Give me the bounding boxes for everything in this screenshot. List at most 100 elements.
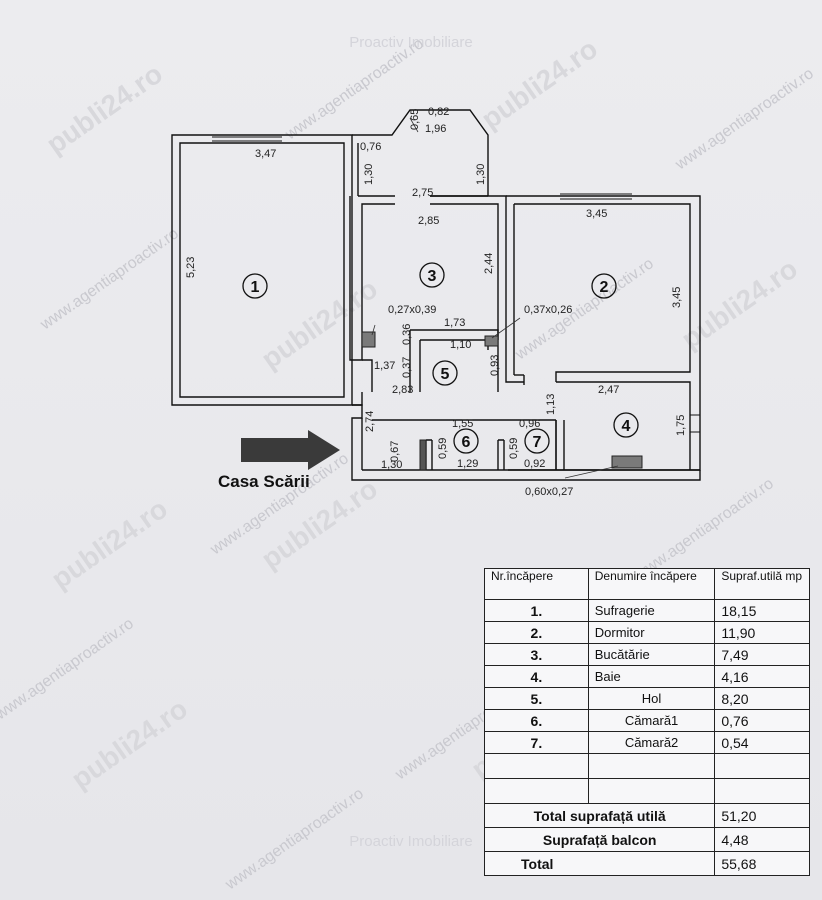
room-6-marker <box>453 428 479 454</box>
dim-label: 1,75 <box>675 415 687 436</box>
table-row: 3. Bucătărie 7,49 <box>484 643 810 666</box>
dim-label: 1,10 <box>450 339 471 351</box>
dim-label: 2,74 <box>364 411 376 432</box>
room-name: Sufragerie <box>587 599 716 622</box>
room-nr: 7. <box>484 731 589 754</box>
room-name: Baie <box>587 665 716 688</box>
total-row: Total suprafață utilă 51,20 <box>483 803 810 828</box>
room-nr: 5. <box>484 687 589 710</box>
dim-label: 0,92 <box>524 458 545 470</box>
shaft-027x039 <box>361 331 376 348</box>
total-value: 4,48 <box>714 827 810 852</box>
room-area: 8,20 <box>714 687 810 710</box>
total-value: 51,20 <box>714 803 810 828</box>
room-1-marker <box>242 273 268 299</box>
dim-label: 0,96 <box>519 418 540 430</box>
dim-label: 0,27x0,39 <box>388 304 436 316</box>
room-7-marker <box>524 428 550 454</box>
dim-label: 0,59 <box>508 438 520 459</box>
entrance-label: Casa Scării <box>218 472 310 491</box>
room-nr: 6. <box>484 709 589 732</box>
watermark-brand: publi24.ro <box>41 58 168 160</box>
watermark-brand: publi24.ro <box>66 693 193 795</box>
room-area: 7,49 <box>714 643 810 666</box>
room-7-number: 7 <box>533 434 542 451</box>
total-label: Total suprafață utilă <box>483 803 716 828</box>
dim-label: 1,96 <box>425 123 446 135</box>
room-area: 18,15 <box>714 599 810 622</box>
hall-5-outline <box>352 359 373 406</box>
room-area: 0,76 <box>714 709 810 732</box>
dim-label: 1,30 <box>381 459 402 471</box>
dim-label: 0,93 <box>489 355 501 376</box>
dim-label: 3,47 <box>255 148 276 160</box>
dim-label: 2,83 <box>392 384 413 396</box>
shaft-037x026 <box>484 335 499 347</box>
watermark-brand: publi24.ro <box>46 493 173 595</box>
room-6-number: 6 <box>462 434 471 451</box>
closet-7-wall <box>497 439 505 470</box>
room-4-marker <box>613 412 639 438</box>
table-row-empty <box>484 778 810 804</box>
dim-label: 1,55 <box>452 418 473 430</box>
dim-label: 3,45 <box>586 208 607 220</box>
total-row: Suprafață balcon 4,48 <box>483 827 810 852</box>
room-name: Dormitor <box>587 621 716 644</box>
balcony-outline <box>352 109 489 196</box>
dim-label: 2,47 <box>598 384 619 396</box>
total-label: Suprafață balcon <box>483 827 716 852</box>
dim-label: 1,73 <box>444 317 465 329</box>
dim-label: 0,65 <box>409 109 421 130</box>
table-row-empty <box>484 753 810 779</box>
dim-label: 3,45 <box>671 287 683 308</box>
dim-label: 5,23 <box>185 257 197 278</box>
dim-label: 1,13 <box>545 394 557 415</box>
total-row: Total 55,68 <box>483 851 810 876</box>
dim-label: 0,76 <box>360 141 381 153</box>
closet-6-wall <box>425 439 433 470</box>
watermark-site: www.agentiaproactiv.ro <box>0 615 137 724</box>
dim-label: 0,37 <box>401 357 413 378</box>
room-name: Bucătărie <box>587 643 716 666</box>
dim-label: 0,67 <box>389 441 401 462</box>
total-value: 55,68 <box>714 851 810 876</box>
room-2-marker <box>591 273 617 299</box>
dim-label: 0,37x0,26 <box>524 304 572 316</box>
room-2-number: 2 <box>600 279 609 296</box>
dim-label: 1,30 <box>475 164 487 185</box>
watermark-site: www.agentiaproactiv.ro <box>222 785 367 894</box>
shafts <box>361 331 643 471</box>
room-nr: 3. <box>484 643 589 666</box>
watermark-site: www.agentiaproactiv.ro <box>282 35 427 144</box>
watermark-site: www.agentiaproactiv.ro <box>37 225 182 334</box>
watermark-site: www.agentiaproactiv.ro <box>672 65 817 174</box>
shaft-060x027 <box>611 455 643 469</box>
room-4-number: 4 <box>622 418 631 435</box>
room-nr: 1. <box>484 599 589 622</box>
table-row: 4. Baie 4,16 <box>484 665 810 688</box>
header-nr: Nr.încăpere <box>484 568 589 600</box>
room-area: 0,54 <box>714 731 810 754</box>
room-nr: 4. <box>484 665 589 688</box>
dim-label: 0,82 <box>428 106 449 118</box>
header-area: Supraf.utilă mp <box>714 568 810 600</box>
room-5-marker <box>432 360 458 386</box>
bottom-wall <box>351 404 701 481</box>
room-1-inner <box>179 142 345 398</box>
entrance-arrow-icon <box>241 430 340 470</box>
dim-label: 0,59 <box>437 438 449 459</box>
room-1-number: 1 <box>251 279 260 296</box>
watermark-brand: publi24.ro <box>476 33 603 135</box>
walls <box>171 109 701 481</box>
dim-label: 0,36 <box>401 324 413 345</box>
dim-label: 2,75 <box>412 187 433 199</box>
room-area: 4,16 <box>714 665 810 688</box>
room-nr: 2. <box>484 621 589 644</box>
dim-label: 0,60x0,27 <box>525 486 573 498</box>
table-row: 6. Cămară1 0,76 <box>484 709 810 732</box>
dim-label: 1,37 <box>374 360 395 372</box>
table-row: 1. Sufragerie 18,15 <box>484 599 810 622</box>
room-4-outline <box>556 381 691 470</box>
dim-label: 2,44 <box>483 253 495 274</box>
table-row: 5. Hol 8,20 <box>484 687 810 710</box>
